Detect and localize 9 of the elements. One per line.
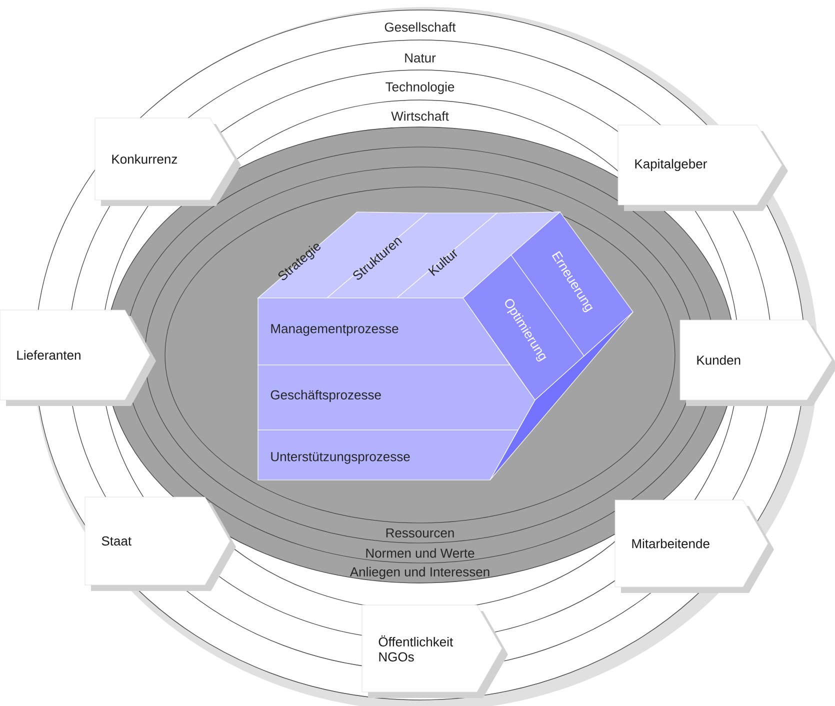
ring-label: Ressourcen — [386, 528, 454, 538]
ring-label: Natur — [405, 53, 436, 63]
ring-label: Wirtschaft — [391, 111, 449, 121]
ring-label: Anliegen und Interessen — [350, 566, 490, 580]
ring-label: Normen und Werte — [366, 548, 474, 558]
cube-face: Geschäftsprozesse — [258, 364, 536, 430]
ring-label: Technologie — [386, 82, 454, 94]
cube-face: Unterstützungsprozesse — [258, 430, 519, 480]
ring-label: Gesellschaft — [384, 22, 456, 32]
